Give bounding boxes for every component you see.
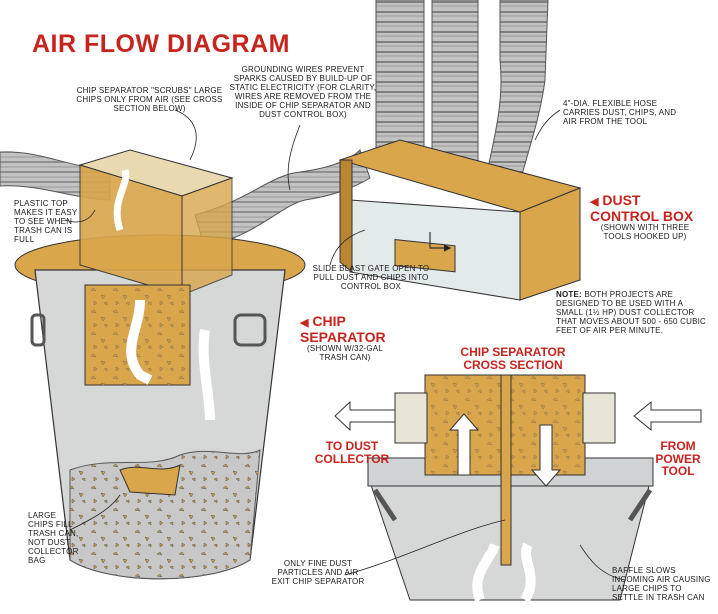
cross-section-title: CHIP SEPARATOR CROSS SECTION: [460, 345, 566, 372]
label-plastic-top: PLASTIC TOP MAKES IT EASY TO SEE WHEN TR…: [14, 199, 78, 244]
label-grounding-wires: GROUNDING WIRES PREVENT SPARKS CAUSED BY…: [229, 65, 377, 119]
label-flexible-hose: 4"-DIA. FLEXIBLE HOSE CARRIES DUST, CHIP…: [563, 99, 677, 126]
chip-separator-heading: ◀ CHIP SEPARATOR (SHOWN W/32-GAL TRASH C…: [300, 314, 400, 363]
chip-separator-title: ◀ CHIP SEPARATOR: [300, 313, 386, 345]
label-baffle: BAFFLE SLOWS INCOMING AIR CAUSING LARGE …: [612, 566, 711, 602]
page-title: AIR FLOW DIAGRAM: [32, 30, 290, 58]
connecting-hose: [194, 149, 371, 249]
note: NOTE: BOTH PROJECTS ARE DESIGNED TO BE U…: [556, 290, 707, 336]
label-chip-separator-scrubs: CHIP SEPARATOR "SCRUBS" LARGE CHIPS ONLY…: [76, 86, 223, 113]
dust-control-box-subtitle: (SHOWN WITH THREE TOOLS HOOKED UP): [600, 223, 690, 242]
dust-control-box: [338, 139, 582, 301]
dust-control-box-title: ◀ DUST CONTROL BOX: [590, 192, 694, 224]
chip-separator-box: [78, 149, 234, 421]
top-hose-3: [483, 0, 549, 191]
dust-control-box-heading: ◀ DUST CONTROL BOX (SHOWN WITH THREE TOO…: [590, 193, 710, 242]
top-hose-1: [375, 0, 425, 166]
label-fine-dust: ONLY FINE DUST PARTICLES AND AIR EXIT CH…: [271, 559, 365, 586]
label-to-dust-collector: TO DUST COLLECTOR: [314, 439, 390, 466]
leader-lines: [64, 109, 626, 581]
left-triangle-icon: ◀: [590, 196, 599, 208]
cross-section: [334, 374, 702, 603]
note-label: NOTE:: [556, 290, 582, 299]
note-text: BOTH PROJECTS ARE DESIGNED TO BE USED WI…: [556, 290, 707, 335]
left-triangle-icon: ◀: [300, 317, 309, 329]
chip-separator-subtitle: (SHOWN W/32-GAL TRASH CAN): [307, 344, 383, 363]
label-large-chips: LARGE CHIPS FILL TRASH CAN, NOT DUST COL…: [28, 511, 79, 565]
label-from-power-tool: FROM POWER TOOL: [655, 439, 701, 479]
label-blast-gate: SLIDE BLAST GATE OPEN TO PULL DUST AND C…: [312, 264, 430, 291]
